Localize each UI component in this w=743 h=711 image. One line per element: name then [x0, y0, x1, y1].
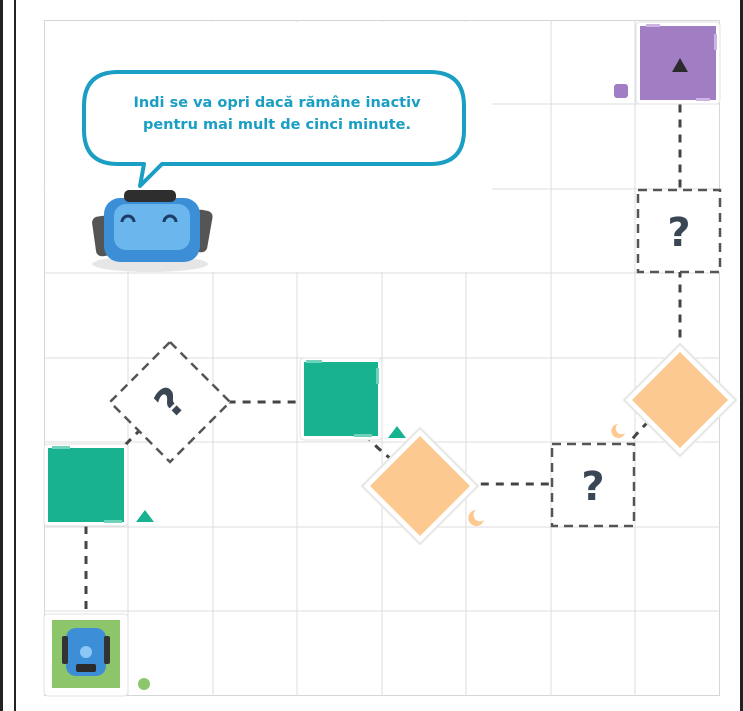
arrow-up-icon: [672, 58, 688, 72]
speech-bubble-text: Indi se va opri dacă rămâne inactiv pent…: [112, 92, 442, 136]
speech-line-1: Indi se va opri dacă rămâne inactiv: [133, 95, 421, 111]
green-tile-2: [299, 357, 406, 441]
crescent-marker-icon: [468, 510, 484, 526]
triangle-marker-icon: [136, 510, 154, 522]
triangle-marker-icon: [388, 426, 406, 438]
speech-bubble: [82, 70, 466, 188]
speech-line-2: pentru mai mult de cinci minute.: [142, 117, 412, 133]
question-tile-3: ?: [636, 188, 722, 274]
orange-tile-2: [622, 342, 738, 458]
green-tile-1: [43, 443, 154, 527]
orange-tile-1: [360, 426, 484, 546]
square-marker-icon: [614, 84, 628, 98]
indi-robot-icon: [92, 190, 213, 272]
purple-tile: [614, 21, 721, 105]
svg-text:?: ?: [581, 464, 604, 510]
right-border: [740, 0, 743, 711]
crescent-marker-icon: [611, 424, 625, 438]
dot-marker-icon: [138, 678, 150, 690]
indi-robot-top-icon: [62, 628, 110, 676]
left-border: [0, 0, 16, 711]
start-tile: [43, 613, 150, 697]
svg-text:?: ?: [667, 210, 690, 256]
question-tile-1: ?: [108, 340, 232, 464]
question-tile-2: ?: [550, 424, 636, 528]
